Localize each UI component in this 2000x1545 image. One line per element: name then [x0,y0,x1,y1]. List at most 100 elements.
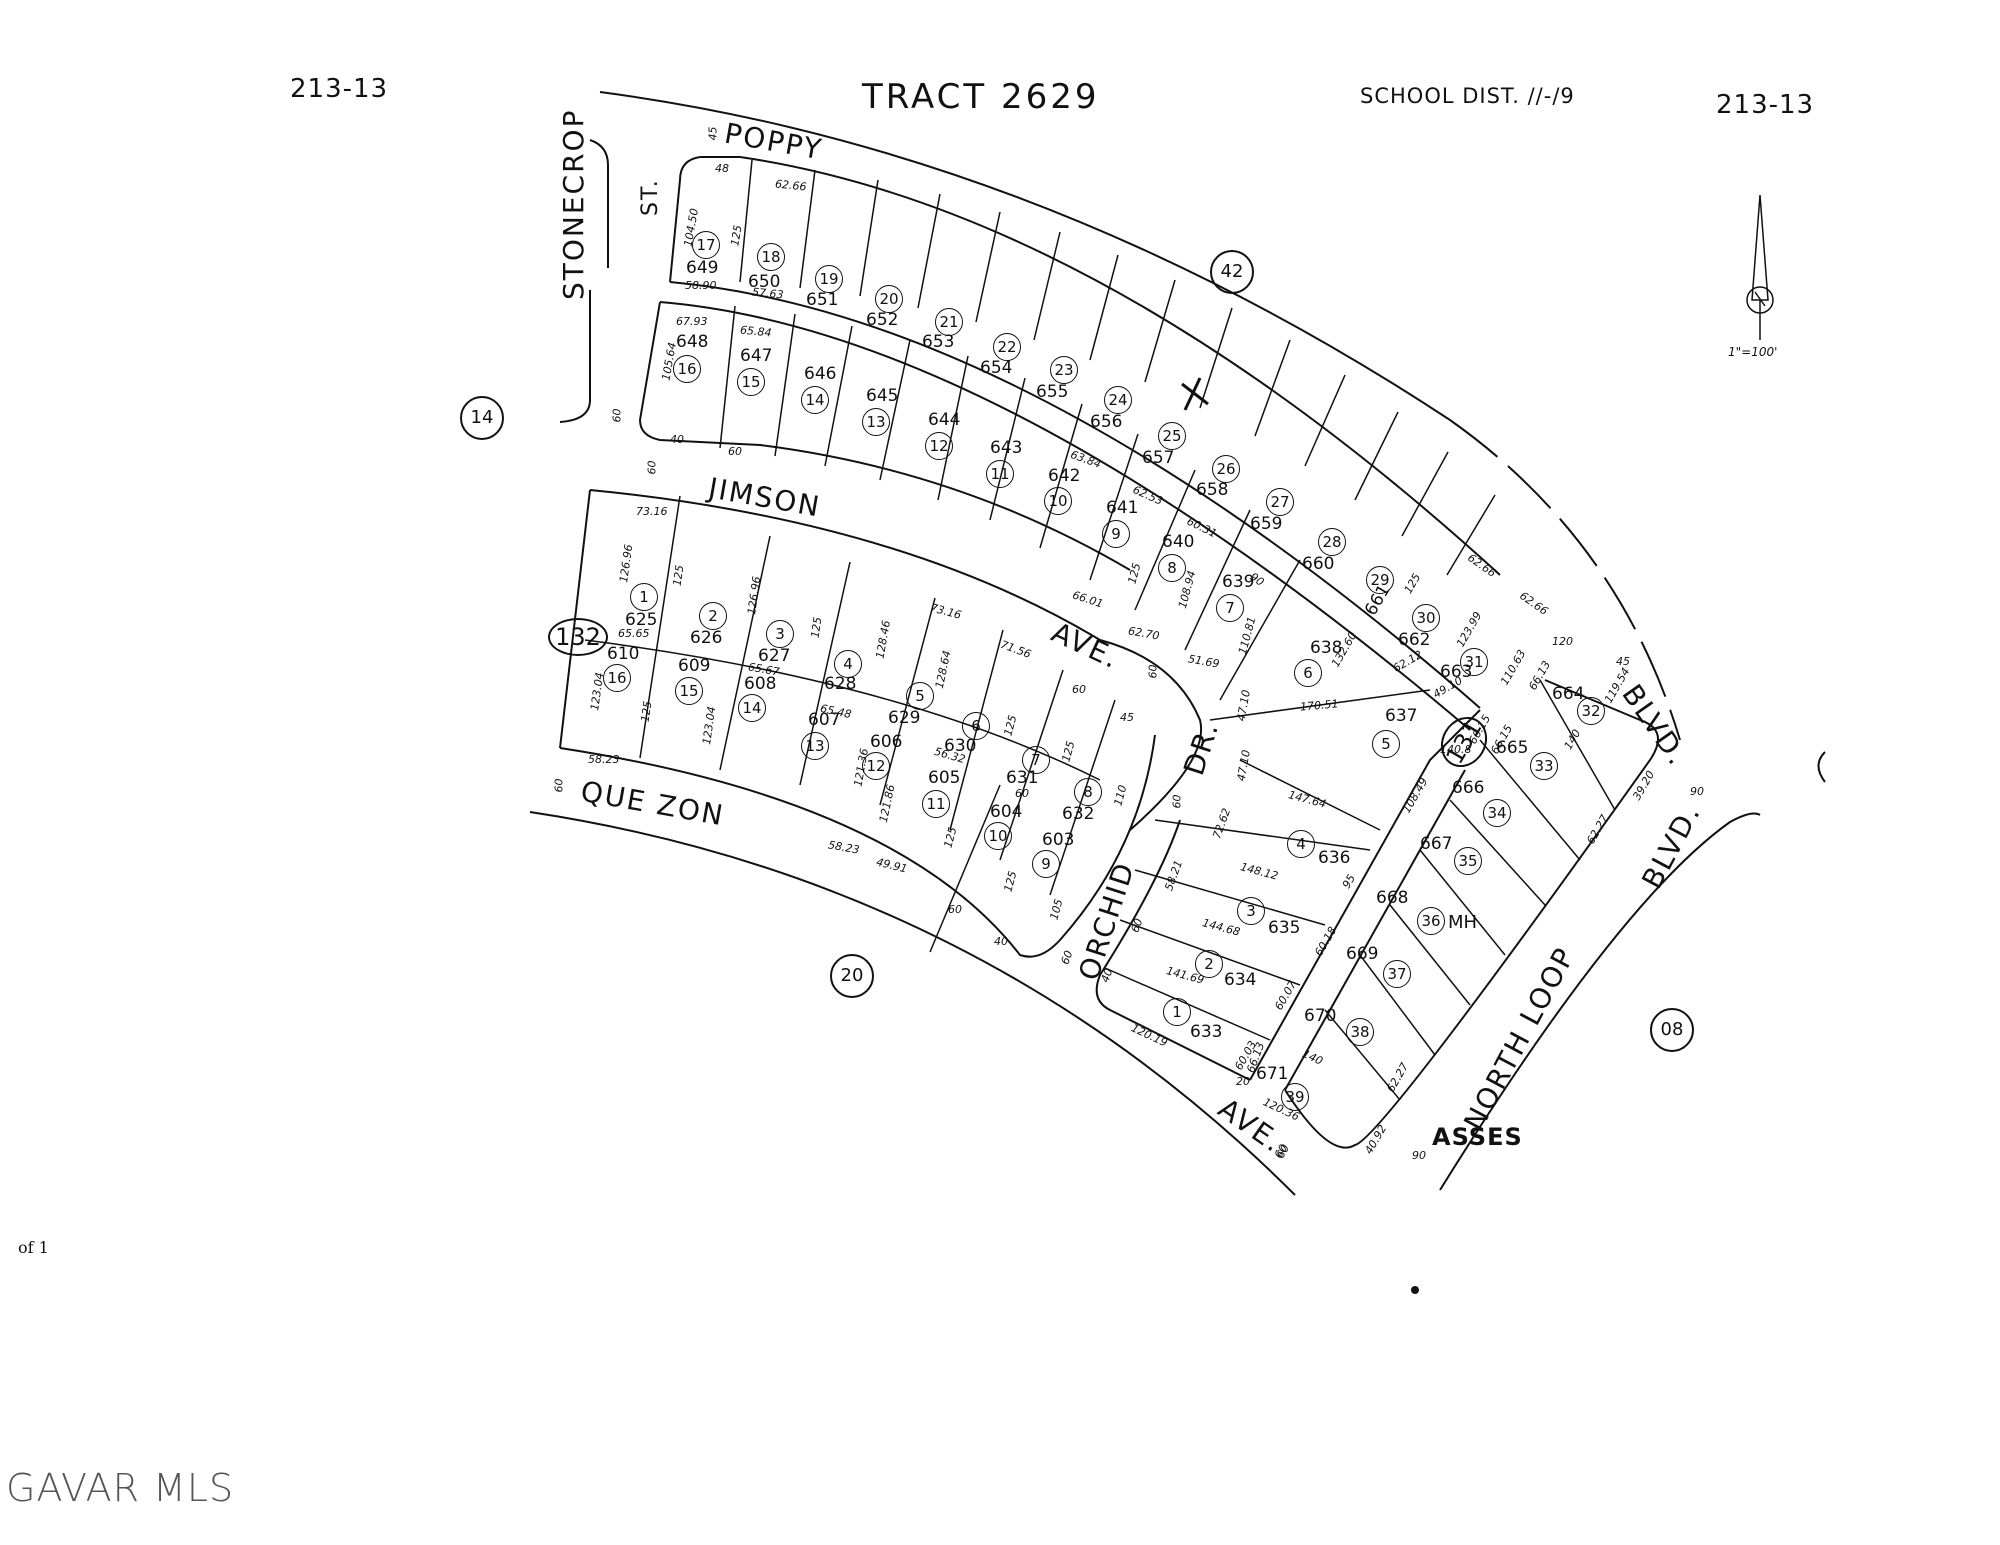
lot-number: 28 [1318,528,1346,556]
parcel-number: 609 [678,656,711,676]
parcel-number: 629 [888,708,921,728]
dimension: 140.8 [1440,743,1472,756]
parcel-number: 640 [1162,532,1195,552]
lot-number: 1 [630,583,658,611]
block-row2-west [638,301,1131,571]
parcel-number: 642 [1048,466,1081,486]
parcel-number: 664 [1552,684,1585,704]
lot-number: 3 [1237,897,1265,925]
adjacent-page-42: 42 [1210,250,1254,294]
parcel-number: 634 [1224,970,1257,990]
parcel-number: 643 [990,438,1023,458]
dimension: 60 [1146,664,1160,679]
block-label-132: 132 [548,618,608,656]
lot-number: 31 [1460,648,1488,676]
dimension: 125 [808,616,825,639]
orchid-east-west [1095,819,1251,1081]
dimension: 60 [1015,787,1029,800]
lot-number: 6 [962,712,990,740]
parcel-number: 606 [870,732,903,752]
lot-number: 5 [1372,730,1400,758]
parcel-number: 635 [1268,918,1301,938]
parcel-number: 604 [990,802,1023,822]
parcel-number: 654 [980,358,1013,378]
parcel-number: 645 [866,386,899,406]
school-district: SCHOOL DIST. //-/9 [1360,84,1575,108]
dimension: 90 [1412,1149,1426,1162]
lot-number: 8 [1158,554,1186,582]
parcel-number: 628 [824,674,857,694]
poppy-dashed-edge [1449,419,1681,741]
parcel-number: 637 [1385,706,1418,726]
parcel-number: 668 [1376,888,1409,908]
lot-number: 4 [834,650,862,678]
lot-number: 10 [984,822,1012,850]
adjacent-page-08: 08 [1650,1008,1694,1052]
lot-number: 1 [1163,998,1191,1026]
lot-number: 13 [801,732,829,760]
dimension: 60 [1072,683,1086,696]
adjacent-page-20: 20 [830,954,874,998]
dimension: 125 [728,224,745,247]
block-row3-north [589,489,1203,831]
parcel-number: 663 [1440,662,1473,682]
dimension: 40 [670,433,684,446]
x-mark-icon [1181,377,1209,411]
parcel-number: 610 [607,644,640,664]
parcel-number: 639 [1222,572,1255,592]
scale-label: 1"=100' [1728,345,1778,359]
lot-number: 2 [1195,950,1223,978]
adjacent-page-14: 14 [460,396,504,440]
lot-number: 2 [699,602,727,630]
lot-number: 35 [1454,847,1482,875]
lot-number: 26 [1212,455,1240,483]
page-count-note: of 1 [18,1238,49,1257]
parcel-number: 660 [1302,554,1335,574]
dimension: 40 [994,935,1008,948]
street-stonecrop: STONECROP [557,108,590,300]
parcel-number: 666 [1452,778,1485,798]
lot-number: 15 [675,677,703,705]
parcel-number: 638 [1310,638,1343,658]
lot-number: 3 [766,620,794,648]
lot-number: 38 [1346,1018,1374,1046]
parcel-number: 646 [804,364,837,384]
lot-number: 24 [1104,386,1132,414]
parcel-number: 626 [690,628,723,648]
parcel-number: 669 [1346,944,1379,964]
dimension: 60 [1170,794,1184,809]
parcel-number: 665 [1496,738,1529,758]
dimension: 48 [715,162,729,175]
assessor-stamp: ASSES [1432,1123,1523,1151]
dimension: 125 [638,700,655,723]
lot-number: 23 [1050,356,1078,384]
parcel-number: 649 [686,258,719,278]
lot-number: 11 [922,790,950,818]
parcel-number: 653 [922,332,955,352]
lot-number: 15 [737,368,765,396]
lot-number: 39 [1281,1083,1309,1111]
parcel-number: 605 [928,768,961,788]
tract-title: TRACT 2629 [862,77,1100,117]
lot-number: 30 [1412,604,1440,632]
street-stonecrop-st: ST. [638,178,663,216]
lot-number: 16 [673,355,701,383]
parcel-number: 625 [625,610,658,630]
lot-number: 9 [1102,520,1130,548]
dimension: 65.65 [618,627,650,640]
dimension: 60 [948,903,962,916]
dimension: 45 [1120,711,1134,724]
block-row1-south [669,281,1481,709]
dimension: 73.16 [636,505,668,518]
parcel-number: 636 [1318,848,1351,868]
parcel-number: 633 [1190,1022,1223,1042]
lot-number: 14 [801,386,829,414]
lot-number: 34 [1483,799,1511,827]
parcel-number: 644 [928,410,961,430]
lot-number: 10 [1044,487,1072,515]
block-row2-north [659,301,1471,731]
dimension: 58.23 [588,753,620,766]
parcel-number: 652 [866,310,899,330]
